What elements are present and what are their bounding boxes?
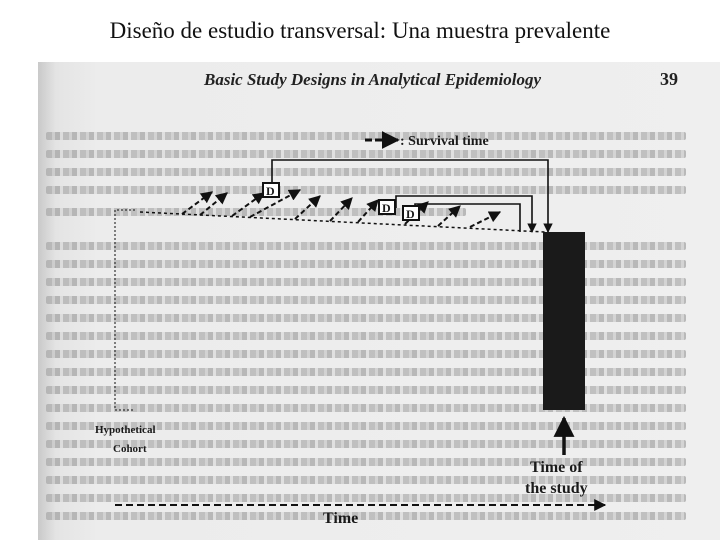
body-text-line bbox=[46, 150, 686, 158]
hypothetical-cohort-bracket bbox=[114, 209, 135, 411]
survival-arrow bbox=[231, 192, 265, 217]
body-text-line bbox=[46, 186, 686, 194]
time-axis-label: Time bbox=[323, 510, 358, 527]
slide-title: Diseño de estudio transversal: Una muest… bbox=[109, 18, 611, 43]
survival-arrow bbox=[181, 191, 213, 215]
survival-arrow bbox=[404, 201, 429, 225]
survival-arrow bbox=[199, 192, 228, 216]
survival-arrow bbox=[469, 211, 502, 228]
survival-arrow bbox=[294, 195, 321, 220]
body-text-line bbox=[46, 278, 686, 286]
body-text-line bbox=[46, 350, 686, 358]
body-text-line bbox=[46, 512, 686, 520]
body-text-line bbox=[46, 494, 686, 502]
survival-arrow bbox=[437, 205, 461, 227]
cohort-label-line2: Cohort bbox=[113, 443, 147, 455]
body-text-line bbox=[46, 242, 686, 250]
body-text-line bbox=[46, 168, 686, 176]
time-of-study-bar bbox=[543, 232, 585, 410]
survivor-line bbox=[271, 159, 553, 233]
body-text-line bbox=[46, 314, 686, 322]
survival-time-label: : Survival time bbox=[400, 134, 489, 149]
body-text-line bbox=[46, 386, 686, 394]
body-text-line bbox=[46, 422, 686, 430]
survival-arrow bbox=[249, 189, 302, 218]
body-text-line bbox=[46, 296, 686, 304]
body-text-line bbox=[46, 332, 686, 340]
body-text-line bbox=[46, 458, 686, 466]
svg-text:D: D bbox=[266, 184, 275, 198]
survival-arrow bbox=[329, 197, 353, 222]
body-text-line bbox=[46, 440, 686, 448]
svg-text:D: D bbox=[406, 207, 415, 221]
page-number: 39 bbox=[660, 69, 678, 89]
running-head: Basic Study Designs in Analytical Epidem… bbox=[204, 70, 542, 89]
time-of-study-line1: Time of bbox=[530, 459, 583, 476]
body-text-line bbox=[46, 476, 686, 484]
cohort-label-line1: Hypothetical bbox=[95, 424, 156, 436]
survivor-line bbox=[414, 203, 521, 232]
death-marker: D bbox=[262, 182, 280, 198]
body-text-line bbox=[46, 208, 466, 216]
body-text-line bbox=[46, 368, 686, 376]
body-text-line bbox=[46, 404, 686, 412]
death-marker: D bbox=[378, 199, 396, 215]
time-of-study-line2: the study bbox=[525, 480, 588, 497]
svg-text:D: D bbox=[382, 201, 391, 215]
survival-arrow bbox=[357, 199, 379, 223]
body-text-line bbox=[46, 132, 686, 140]
death-marker: D bbox=[402, 205, 420, 221]
cohort-entry-timeline bbox=[139, 211, 546, 233]
scanned-book-page: Basic Study Designs in Analytical Epidem… bbox=[38, 62, 720, 540]
body-text-line bbox=[46, 260, 686, 268]
